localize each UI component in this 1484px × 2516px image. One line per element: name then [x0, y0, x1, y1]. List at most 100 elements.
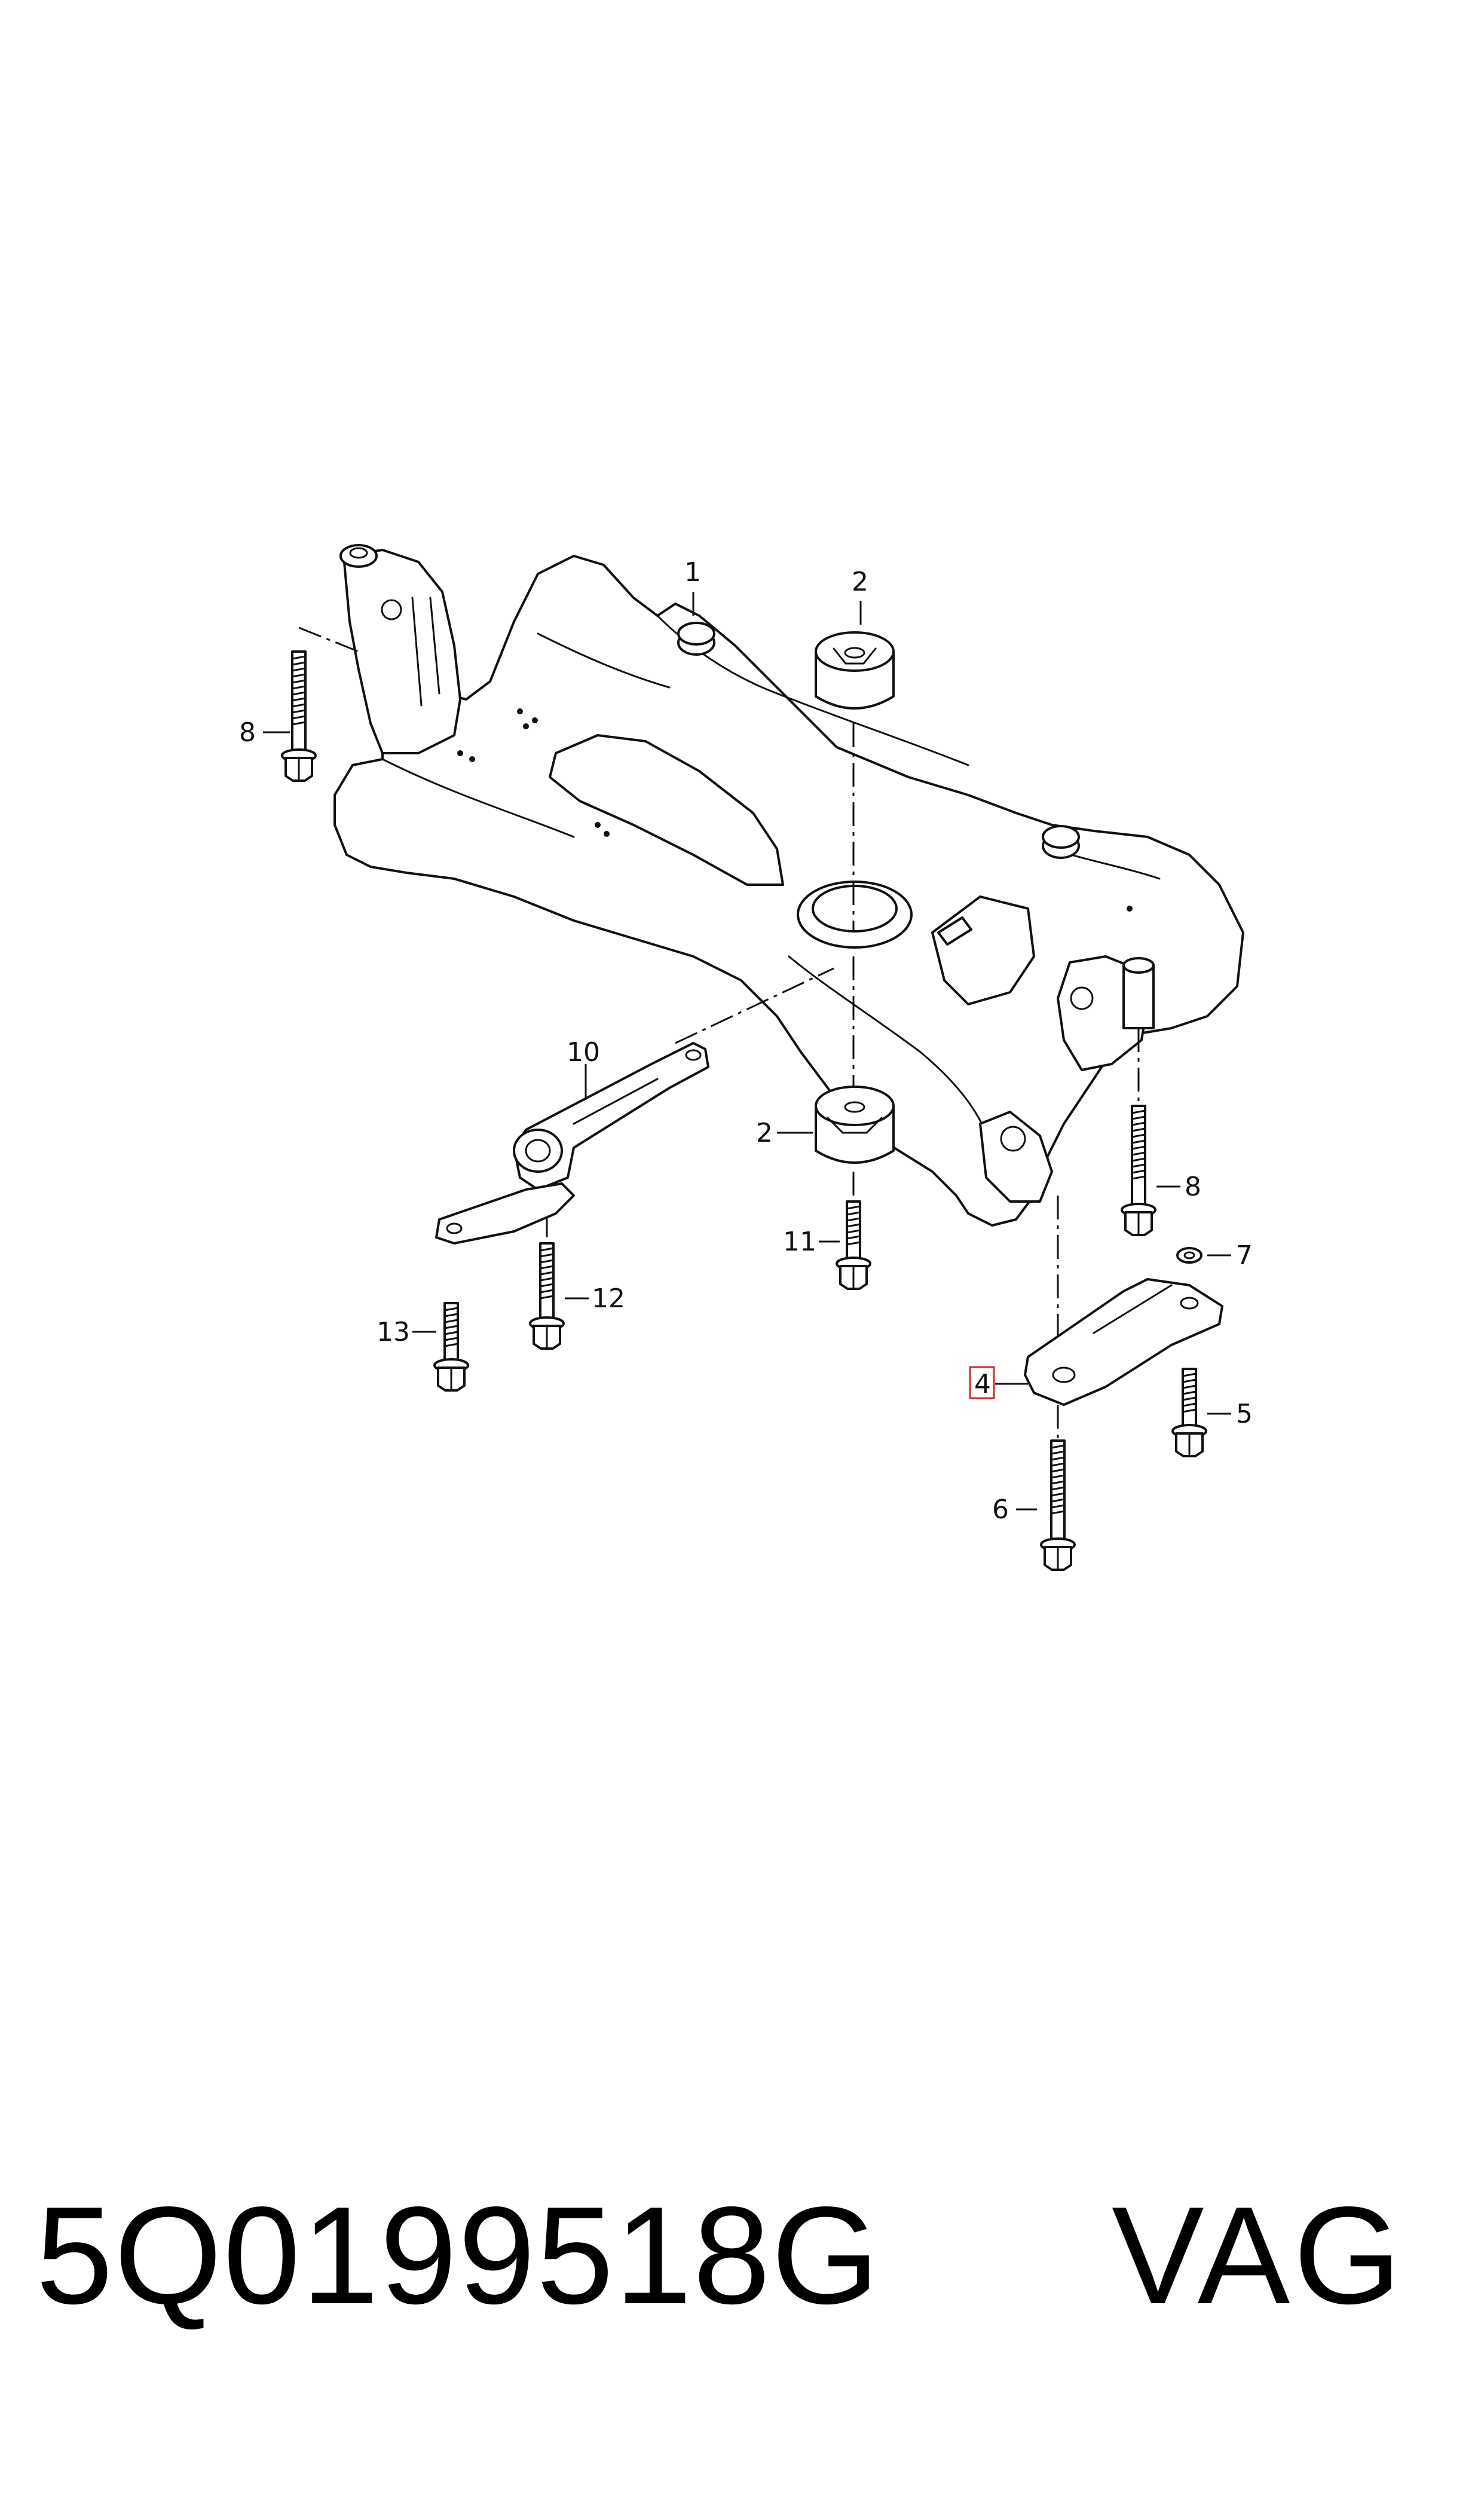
washer-7 [1176, 1247, 1203, 1264]
subframe-rib-3 [537, 632, 671, 689]
bolt-6-thread [1050, 1498, 1066, 1503]
rear-lower-mount [979, 1111, 1053, 1203]
bushing-bottom-slot [827, 1117, 883, 1134]
callout-11: 11 [783, 1227, 816, 1257]
bolt-12-thread [539, 1265, 555, 1270]
bolt-13-thread [443, 1313, 459, 1317]
bolt-8-right-thread [1131, 1157, 1146, 1162]
bolt-6-thread [1050, 1444, 1066, 1449]
bolt-12-thread [539, 1277, 555, 1282]
bolt-8-left-thread [291, 715, 307, 720]
torque-arm-bracket [435, 1182, 575, 1245]
torque-arm [513, 1042, 709, 1191]
bolt-5-thread [1182, 1384, 1197, 1389]
marking-dot [1127, 906, 1133, 912]
bolt-8-right-thread [1131, 1127, 1146, 1132]
bolt-8-right-thread [1131, 1109, 1146, 1114]
bushing-top [815, 631, 895, 710]
bolt-8-left-thread [291, 661, 307, 666]
bracket-4 [1024, 1278, 1223, 1406]
bolt-6-thread [1050, 1474, 1066, 1479]
bolt-8-right-thread [1131, 1151, 1146, 1156]
bolt-11-thread [846, 1229, 861, 1234]
marking-dot [457, 750, 463, 756]
bolt-6-thread [1050, 1450, 1066, 1455]
bolt-6-thread [1050, 1462, 1066, 1467]
marking-dot [517, 708, 523, 714]
bolt-8-right-thread [1131, 1121, 1146, 1126]
bolt-12-thread [539, 1259, 555, 1264]
bolt-8-left [281, 650, 317, 782]
bolt-5 [1171, 1368, 1207, 1457]
bolt-6-thread [1050, 1504, 1066, 1509]
callout-4: 4 [974, 1369, 991, 1399]
marking-dot [604, 831, 610, 837]
callout-8-right: 8 [1185, 1172, 1201, 1202]
subframe-rib-1 [381, 758, 575, 838]
bolt-5-thread [1182, 1402, 1197, 1407]
footer: 5Q0199518G VAG [0, 2176, 1484, 2355]
bolt-11-thread [846, 1211, 861, 1216]
bolt-5-thread [1182, 1396, 1197, 1401]
bolt-11-thread [846, 1223, 861, 1228]
bushing-bottom-hole [844, 1101, 865, 1113]
bolt-8-left-thread [291, 691, 307, 696]
center-lines [298, 626, 1140, 1441]
bolt-5-thread [1182, 1390, 1197, 1395]
bolt-6-thread [1050, 1510, 1066, 1515]
left-tower-boss-hole [349, 547, 368, 559]
bolt-8-right-shank [1131, 1105, 1146, 1209]
bolt-5-thread [1182, 1378, 1197, 1383]
callout-12: 12 [592, 1283, 625, 1314]
rear-lower-mount-hole [1000, 1126, 1026, 1152]
right-tower-boss-top [1122, 957, 1155, 974]
callout-5: 5 [1236, 1399, 1253, 1429]
bolt-8-left-thread [291, 697, 307, 702]
bolt-12 [529, 1242, 565, 1350]
bolt-12-thread [539, 1283, 555, 1288]
bolt-12-thread [539, 1271, 555, 1276]
torque-arm-rib [573, 1078, 659, 1125]
torque-arm-bracket-body [435, 1182, 575, 1245]
part-number: 5Q0199518G [36, 2178, 881, 2333]
marking-dot [532, 717, 538, 723]
bolt-5-thread [1182, 1408, 1197, 1413]
callout-labels: 1 2 2 4 5 6 7 8 8 10 11 12 13 [239, 557, 1253, 1525]
bolt-8-left-thread [291, 679, 307, 684]
bracket-4-rib [1093, 1284, 1173, 1334]
bolt-6-thread [1050, 1456, 1066, 1461]
bolt-11-thread [846, 1235, 861, 1240]
bolts [281, 650, 1207, 1571]
subframe-left-tower [342, 549, 461, 754]
callout-2-top: 2 [852, 567, 868, 597]
callout-10: 10 [567, 1037, 600, 1068]
bushing-top-slot [833, 647, 877, 665]
bolt-8-left-thread [291, 667, 307, 672]
top-post-1-cap [677, 622, 715, 646]
center-line-torque-arm [675, 967, 834, 1044]
bolt-12-thread [539, 1289, 555, 1294]
torque-arm-eye-hole [525, 1139, 551, 1163]
callout-1: 1 [684, 557, 701, 588]
callout-2-bottom: 2 [756, 1118, 773, 1148]
bolt-11 [836, 1200, 871, 1290]
washer-7-hole [1183, 1251, 1195, 1259]
bolt-6-thread [1050, 1492, 1066, 1497]
bolt-8-right-thread [1131, 1169, 1146, 1174]
subframe-left-tower-rib [411, 597, 423, 707]
bolt-6-thread [1050, 1480, 1066, 1485]
bolt-11-thread [846, 1241, 861, 1246]
bolt-12-thread [539, 1247, 555, 1252]
bolt-12-thread [539, 1295, 555, 1300]
bolt-8-right-thread [1131, 1163, 1146, 1168]
bolt-8-left-thread [291, 703, 307, 708]
bolt-8-right-thread [1131, 1145, 1146, 1150]
bolt-13-thread [443, 1325, 459, 1329]
bolt-8-right-thread [1131, 1139, 1146, 1144]
subframe-rib-5 [788, 955, 993, 1149]
torque-arm-end-hole [685, 1049, 702, 1061]
bolt-5-thread [1182, 1372, 1197, 1377]
callout-6: 6 [992, 1494, 1009, 1525]
